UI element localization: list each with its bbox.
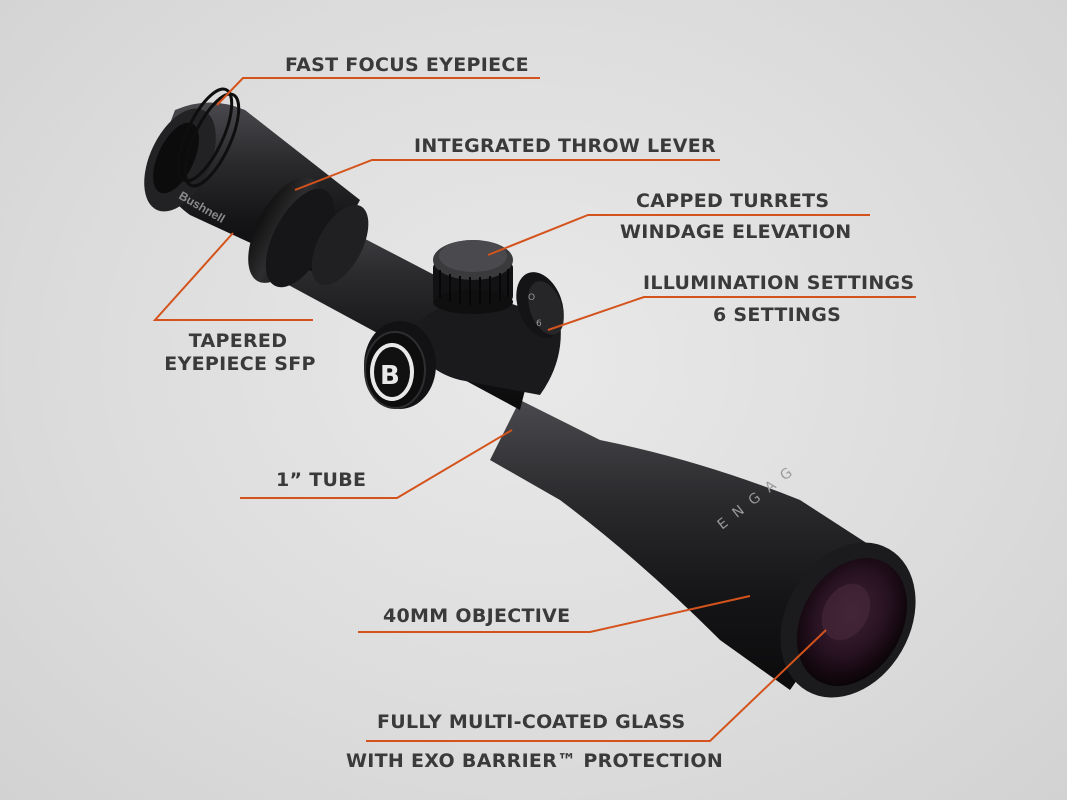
label-one-inch-tube: 1” TUBE [276, 469, 367, 491]
label-illumination-settings: ILLUMINATION SETTINGS [643, 272, 915, 294]
leader-fast-focus [216, 77, 540, 106]
label-six-settings: 6 SETTINGS [713, 304, 842, 326]
leader-glass [366, 629, 827, 742]
b-logo: B [380, 361, 400, 391]
label-windage-elevation: WINDAGE ELEVATION [620, 221, 852, 243]
label-capped-turrets: CAPPED TURRETS [636, 190, 830, 212]
power-ring [248, 177, 369, 288]
leader-tube [240, 429, 513, 499]
svg-text:O: O [528, 293, 535, 303]
leader-tapered [152, 232, 313, 321]
label-integrated-throw-lever: INTEGRATED THROW LEVER [414, 135, 716, 157]
svg-text:6: 6 [536, 319, 542, 329]
windage-turret: B [364, 321, 436, 409]
leader-illumination [547, 296, 916, 331]
label-eyepiece-sfp: EYEPIECE SFP [164, 353, 316, 375]
illumination-dial: O 6 [516, 272, 564, 338]
elevation-turret [433, 240, 513, 314]
leader-capped-turrets [487, 214, 870, 256]
turret-saddle [410, 298, 561, 395]
scope-body: Bushnell O 6 [144, 87, 916, 698]
leader-lines [152, 77, 916, 742]
label-exo-barrier-protection: WITH EXO BARRIER™ PROTECTION [346, 750, 724, 772]
label-fully-multi-coated-glass: FULLY MULTI-COATED GLASS [377, 711, 686, 733]
leader-objective [358, 595, 751, 633]
eyepiece-knurl [176, 87, 241, 188]
leader-throw-lever [294, 159, 720, 191]
label-40mm-objective: 40MM OBJECTIVE [383, 605, 571, 627]
label-fast-focus-eyepiece: FAST FOCUS EYEPIECE [285, 54, 529, 76]
label-tapered: TAPERED [188, 330, 288, 352]
